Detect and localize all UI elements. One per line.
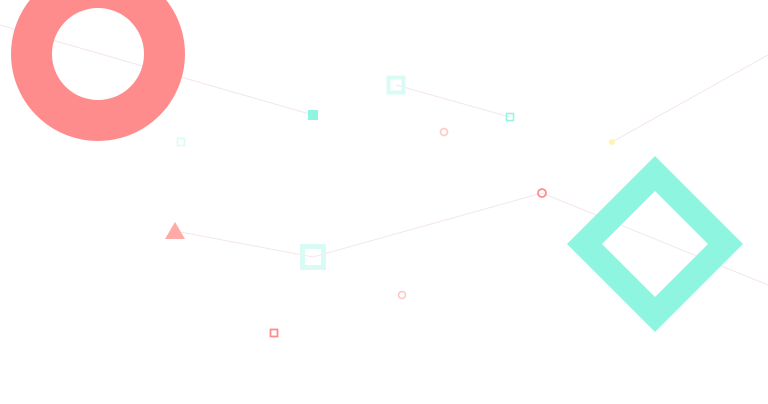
dot-shape [609, 139, 615, 145]
connector-line [611, 54, 768, 143]
large-ring-shape [11, 0, 185, 141]
triangle-shape [165, 222, 185, 239]
connector-lines [0, 24, 768, 286]
filled-square-shape [308, 110, 318, 120]
outline-circle-shape [439, 127, 449, 137]
connector-line [174, 230, 314, 258]
connector-line [541, 192, 768, 286]
outline-square-shape [269, 328, 279, 338]
connector-line [395, 84, 511, 118]
connector-line [312, 192, 543, 258]
outline-square-shape [505, 112, 515, 122]
outline-square-shape [386, 75, 406, 95]
large-diamond-shape [567, 156, 743, 332]
outline-square-shape [176, 137, 186, 147]
outline-circle-shape [537, 188, 547, 198]
outline-circle-shape [397, 290, 407, 300]
outline-square-shape [300, 244, 326, 270]
